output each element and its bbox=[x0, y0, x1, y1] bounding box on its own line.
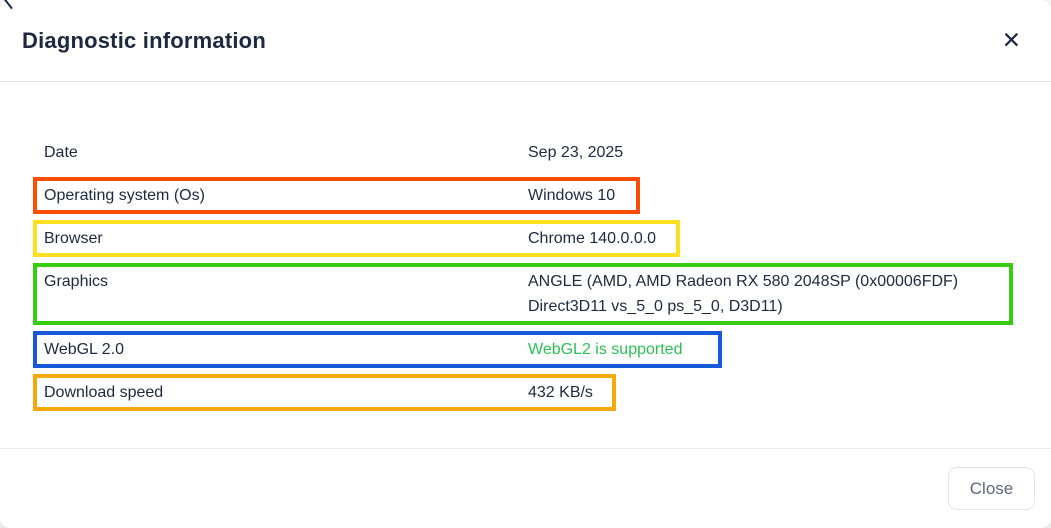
row-label: Operating system (Os) bbox=[44, 187, 205, 204]
row-label: Date bbox=[44, 144, 78, 161]
row-label: WebGL 2.0 bbox=[44, 341, 125, 358]
row-label: Download speed bbox=[44, 384, 164, 401]
row-value: WebGL2 is supported bbox=[528, 341, 683, 358]
close-button[interactable]: Close bbox=[948, 467, 1035, 510]
dialog-title: Diagnostic information bbox=[22, 27, 266, 53]
row-value: 432 KB/s bbox=[528, 384, 593, 401]
diagnostic-row: Operating system (Os) Windows 10 bbox=[33, 177, 640, 214]
row-label: Browser bbox=[44, 230, 103, 247]
dialog-footer: Close bbox=[0, 448, 1051, 528]
diagnostic-row: Graphics ANGLE (AMD, AMD Radeon RX 580 2… bbox=[33, 263, 1013, 325]
dialog-header: Diagnostic information ✕ bbox=[0, 0, 1051, 82]
diagnostic-row: WebGL 2.0 WebGL2 is supported bbox=[33, 331, 722, 368]
row-value: Sep 23, 2025 bbox=[528, 144, 624, 161]
close-icon[interactable]: ✕ bbox=[1001, 27, 1021, 53]
diagnostic-rows: Date Sep 23, 2025 Operating system (Os) … bbox=[33, 134, 1027, 411]
row-value: Chrome 140.0.0.0 bbox=[528, 230, 657, 247]
dialog-body: Date Sep 23, 2025 Operating system (Os) … bbox=[0, 82, 1051, 448]
row-value: Windows 10 bbox=[528, 187, 616, 204]
row-value: ANGLE (AMD, AMD Radeon RX 580 2048SP (0x… bbox=[528, 273, 959, 315]
row-label: Graphics bbox=[44, 273, 109, 290]
diagnostic-row: Date Sep 23, 2025 bbox=[33, 134, 1027, 171]
diagnostic-row: Download speed 432 KB/s bbox=[33, 374, 616, 411]
diagnostic-row: Browser Chrome 140.0.0.0 bbox=[33, 220, 680, 257]
